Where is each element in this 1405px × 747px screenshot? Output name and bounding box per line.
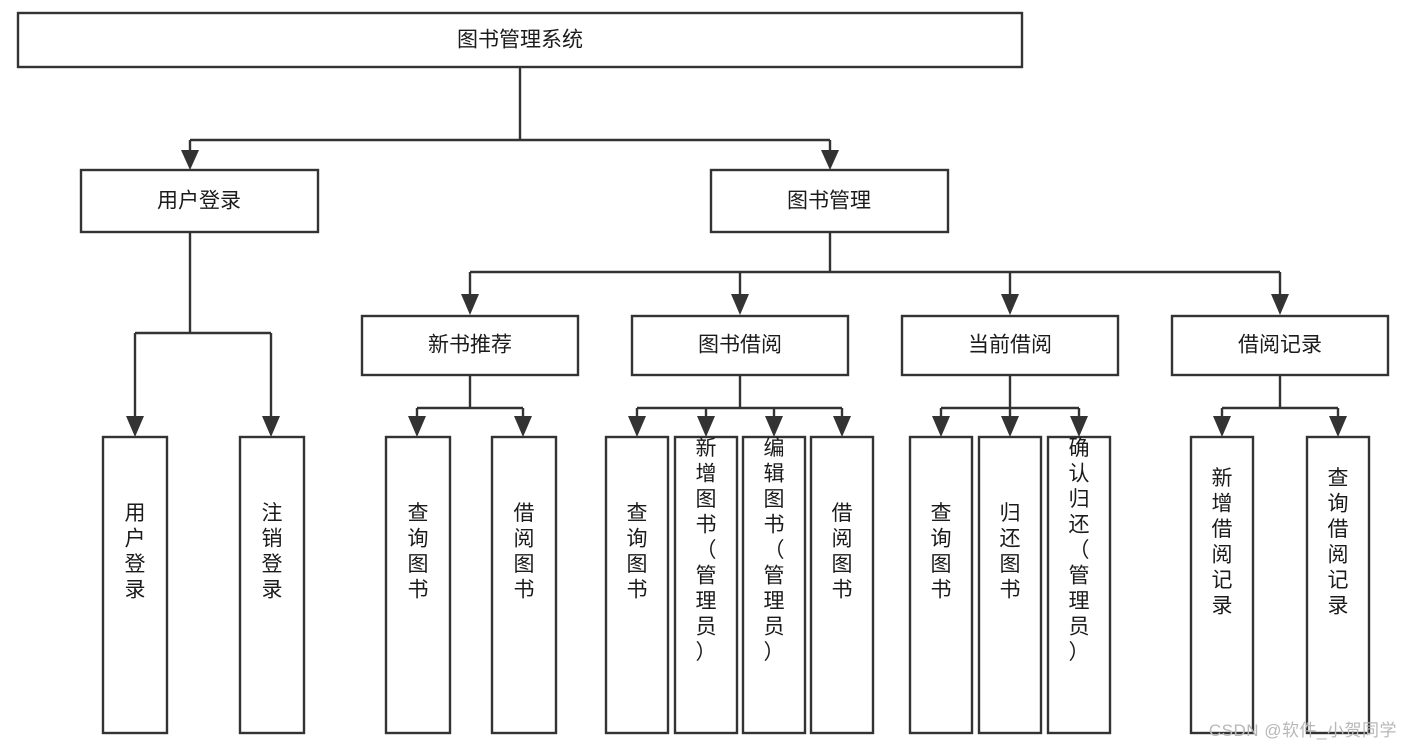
node-leaf-user-login-box[interactable] bbox=[101, 435, 169, 735]
node-book-manage[interactable]: 图书管理 bbox=[709, 168, 950, 234]
node-book-borrow[interactable]: 图书借阅 bbox=[630, 314, 850, 377]
node-new-book-recommend-box[interactable] bbox=[360, 314, 580, 377]
node-user-login-label: 用户登录 bbox=[157, 190, 241, 213]
node-leaf-logout-login-label: 注销登录 bbox=[262, 502, 283, 602]
node-leaf-return-book-label: 归还图书 bbox=[1000, 502, 1021, 602]
node-book-manage-box[interactable] bbox=[709, 168, 950, 234]
node-leaf-borrow-book-2-box[interactable] bbox=[809, 435, 875, 735]
node-book-borrow-label: 图书借阅 bbox=[698, 334, 782, 357]
arrow-root-to-book-manage bbox=[821, 150, 839, 170]
node-root-box[interactable] bbox=[16, 11, 1024, 69]
node-leaf-confirm-return-label: 确认归还（管理员） bbox=[1069, 437, 1090, 664]
arrow-to-leaf-borrow-book-1 bbox=[514, 416, 532, 437]
node-leaf-query-book-1-box[interactable] bbox=[384, 435, 452, 735]
node-new-book-recommend[interactable]: 新书推荐 bbox=[360, 314, 580, 377]
arrow-root-to-user-login bbox=[181, 150, 199, 170]
arrow-to-leaf-query-book-3 bbox=[932, 416, 950, 437]
csdn-watermark: CSDN @软件_小贺同学 bbox=[1208, 721, 1397, 740]
node-leaf-return-book[interactable]: 归还图书 bbox=[977, 435, 1043, 735]
node-leaf-query-book-2[interactable]: 查询图书 bbox=[604, 435, 670, 735]
node-current-borrow-box[interactable] bbox=[900, 314, 1120, 377]
node-leaf-add-record-label: 新增借阅记录 bbox=[1212, 467, 1233, 618]
node-leaf-query-book-3-label: 查询图书 bbox=[931, 502, 952, 602]
arrow-to-leaf-add-book bbox=[697, 416, 715, 437]
node-leaf-confirm-return-box[interactable] bbox=[1046, 435, 1112, 735]
node-leaf-add-book-label: 新增图书（管理员） bbox=[696, 437, 717, 664]
node-leaf-borrow-book-2-label: 借阅图书 bbox=[832, 502, 853, 602]
node-leaf-add-book-box[interactable] bbox=[673, 435, 739, 735]
arrow-to-borrow-record bbox=[1271, 294, 1289, 315]
arrow-to-current-borrow bbox=[1001, 294, 1019, 315]
node-leaf-return-book-box[interactable] bbox=[977, 435, 1043, 735]
arrow-to-leaf-confirm-return bbox=[1070, 416, 1088, 437]
node-leaf-query-book-1-label: 查询图书 bbox=[408, 502, 429, 602]
node-leaf-query-book-2-box[interactable] bbox=[604, 435, 670, 735]
node-leaf-borrow-book-1-label: 借阅图书 bbox=[514, 502, 535, 602]
node-leaf-borrow-book-1[interactable]: 借阅图书 bbox=[490, 435, 558, 735]
arrow-to-leaf-logout-login bbox=[262, 416, 280, 437]
node-current-borrow-label: 当前借阅 bbox=[968, 334, 1052, 357]
node-leaf-edit-book[interactable]: 编辑图书（管理员） bbox=[741, 435, 807, 735]
node-leaf-query-record-box[interactable] bbox=[1305, 435, 1371, 735]
node-leaf-query-record[interactable]: 查询借阅记录 bbox=[1305, 435, 1371, 735]
node-leaf-query-book-2-label: 查询图书 bbox=[627, 502, 648, 602]
node-new-book-recommend-label: 新书推荐 bbox=[428, 334, 512, 357]
node-leaf-add-record[interactable]: 新增借阅记录 bbox=[1189, 435, 1255, 735]
node-borrow-record-label: 借阅记录 bbox=[1238, 334, 1322, 357]
node-leaf-query-record-label: 查询借阅记录 bbox=[1328, 467, 1349, 618]
node-user-login-box[interactable] bbox=[79, 168, 320, 234]
node-book-borrow-box[interactable] bbox=[630, 314, 850, 377]
node-leaf-query-book-3[interactable]: 查询图书 bbox=[908, 435, 974, 735]
node-leaf-borrow-book-1-box[interactable] bbox=[490, 435, 558, 735]
node-leaf-user-login-label: 用户登录 bbox=[125, 502, 146, 602]
node-leaf-logout-login-box[interactable] bbox=[238, 435, 306, 735]
node-leaf-confirm-return[interactable]: 确认归还（管理员） bbox=[1046, 435, 1112, 735]
node-leaf-logout-login[interactable]: 注销登录 bbox=[238, 435, 306, 735]
arrow-to-leaf-query-record bbox=[1329, 416, 1347, 437]
arrow-to-new-book-recommend bbox=[461, 294, 479, 315]
node-leaf-add-record-box[interactable] bbox=[1189, 435, 1255, 735]
node-leaf-borrow-book-2[interactable]: 借阅图书 bbox=[809, 435, 875, 735]
node-borrow-record[interactable]: 借阅记录 bbox=[1170, 314, 1390, 377]
node-current-borrow[interactable]: 当前借阅 bbox=[900, 314, 1120, 377]
node-borrow-record-box[interactable] bbox=[1170, 314, 1390, 377]
arrow-to-leaf-query-book-1 bbox=[408, 416, 426, 437]
arrow-to-leaf-return-book bbox=[1001, 416, 1019, 437]
arrow-to-leaf-borrow-book-2 bbox=[833, 416, 851, 437]
node-leaf-add-book[interactable]: 新增图书（管理员） bbox=[673, 435, 739, 735]
node-leaf-edit-book-label: 编辑图书（管理员） bbox=[764, 437, 785, 664]
node-leaf-query-book-1[interactable]: 查询图书 bbox=[384, 435, 452, 735]
node-leaf-edit-book-box[interactable] bbox=[741, 435, 807, 735]
node-book-manage-label: 图书管理 bbox=[787, 190, 871, 213]
node-user-login[interactable]: 用户登录 bbox=[79, 168, 320, 234]
arrow-to-leaf-add-record bbox=[1213, 416, 1231, 437]
node-leaf-query-book-3-box[interactable] bbox=[908, 435, 974, 735]
arrow-to-book-borrow bbox=[731, 294, 749, 315]
node-root[interactable]: 图书管理系统 bbox=[16, 11, 1024, 69]
arrow-to-leaf-edit-book bbox=[765, 416, 783, 437]
node-leaf-user-login[interactable]: 用户登录 bbox=[101, 435, 169, 735]
node-root-label: 图书管理系统 bbox=[457, 29, 583, 52]
arrow-to-leaf-query-book-2 bbox=[628, 416, 646, 437]
arrow-to-leaf-user-login bbox=[126, 416, 144, 437]
connector-layer bbox=[126, 67, 1347, 437]
